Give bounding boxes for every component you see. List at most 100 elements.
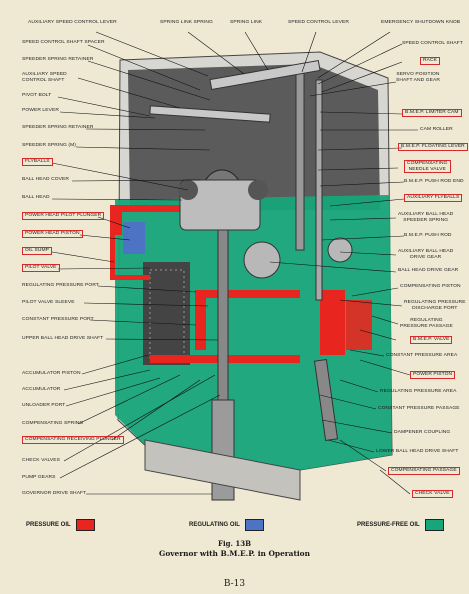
pressure-oil-right-column: [320, 290, 345, 355]
label-bmep-valve: B.M.E.P. VALVE: [410, 336, 453, 344]
label-regulating-pressure-port: REGULATING PRESSURE PORT: [22, 283, 99, 288]
label-compensating-spring: COMPENSATING SPRING: [22, 421, 84, 426]
legend-pressure-free-oil: PRESSURE-FREE OIL: [357, 519, 444, 531]
label-cam-roller: CAM ROLLER: [420, 127, 453, 132]
label-emergency-shutdown-knob: EMERGENCY SHUTDOWN KNOB: [381, 20, 461, 25]
label-pilot-valve: PILOT VALVE: [22, 264, 60, 272]
label-bmep-push-rod: B.M.E.P. PUSH ROD: [404, 233, 452, 238]
upper-ball-head-drive-shaft: [217, 229, 229, 411]
figure-number: Fig. 13B: [217, 539, 252, 548]
label-rack-text: RACK: [420, 57, 440, 65]
label-auxiliary-ball-head-drive-gear: AUXILIARY BALL HEAD DRIVE GEAR: [398, 249, 454, 260]
label-constant-pressure-passage: CONSTANT PRESSURE PASSAGE: [378, 406, 460, 411]
label-check-valve-text: CHECK VALVE: [412, 490, 453, 498]
label-speed-control-shaft-spacer: SPEED CONTROL SHAFT SPACER: [22, 40, 105, 45]
label-servo-position-shaft-and-gear: SERVO POSITION SHAFT AND GEAR: [396, 72, 440, 83]
label-pilot-valve-text: PILOT VALVE: [22, 264, 60, 272]
label-power-head-pilot-plunger: POWER HEAD PILOT PLUNGER: [22, 212, 105, 220]
auxiliary-drive-gear: [327, 237, 353, 263]
regulating-oil-plunger: [123, 222, 145, 254]
governor-base: [144, 439, 301, 501]
label-compensating-receiving-plunger-text: COMPENSATING RECEIVING PLUNGER: [22, 436, 124, 444]
label-compensating-needle-valve: COMPENSATING NEEDLE VALVE: [404, 160, 451, 174]
label-check-valves: CHECK VALVES: [22, 458, 60, 463]
label-flyballs: FLYBALLS: [22, 158, 53, 166]
label-compensating-receiving-plunger: COMPENSATING RECEIVING PLUNGER: [22, 436, 124, 444]
label-ball-head-cover: BALL HEAD COVER: [22, 177, 69, 182]
label-pump-gears: PUMP GEARS: [22, 475, 56, 480]
legend-pressure-oil: PRESSURE OIL: [26, 519, 95, 531]
label-auxiliary-flyballs: AUXILIARY FLYBALLS: [404, 194, 463, 202]
legend-pressure-oil-label: PRESSURE OIL: [26, 522, 71, 528]
flyball-right: [248, 180, 268, 200]
label-dampener-coupling: DAMPENER COUPLING: [394, 430, 451, 435]
legend-regulating-oil-label: REGULATING OIL: [189, 522, 240, 528]
label-auxiliary-speed-control-lever: AUXILIARY SPEED CONTROL LEVER: [28, 20, 117, 25]
label-bmep-valve-text: B.M.E.P. VALVE: [410, 336, 453, 344]
pressure-oil-passage-left: [110, 205, 150, 280]
label-constant-pressure-port: CONSTANT PRESSURE PORT: [22, 317, 94, 322]
label-bmep-push-rod-end: B.M.E.P. PUSH ROD END: [404, 179, 464, 184]
label-ball-head: BALL HEAD: [22, 195, 50, 200]
label-bmep-floating-lever: B.M.E.P. FLOATING LEVER: [398, 143, 468, 151]
label-compensating-passage-text: COMPENSATING PASSAGE: [388, 467, 460, 475]
label-regulating-pressure-passage: REGULATING PRESSURE PASSAGE: [400, 318, 453, 329]
power-lever: [149, 105, 271, 123]
label-spring-link: SPRING LINK: [230, 20, 263, 25]
legend-pressure-free-oil-label: PRESSURE-FREE OIL: [357, 522, 420, 528]
label-governor-drive-shaft: GOVERNOR DRIVE SHAFT: [22, 491, 87, 496]
label-regulating-pressure-discharge-port: REGULATING PRESSURE DISCHARGE PORT: [404, 300, 466, 311]
label-auxiliary-flyballs-text: AUXILIARY FLYBALLS: [404, 194, 463, 202]
legend-pressure-oil-swatch: [75, 519, 95, 531]
label-auxiliary-speed-control-shaft: AUXILIARY SPEED CONTROL SHAFT: [22, 72, 67, 83]
legend-regulating-oil-swatch: [244, 519, 264, 531]
label-upper-ball-head-drive-shaft: UPPER BALL HEAD DRIVE SHAFT: [22, 336, 104, 341]
label-power-piston-text: POWER PISTON: [410, 371, 456, 379]
label-spring-link-spring: SPRING LINK SPRING: [160, 20, 213, 25]
legend-pressure-free-oil-swatch: [424, 519, 444, 531]
ball-head-drive-gear: [243, 241, 281, 279]
label-unloader-port: UNLOADER PORT: [22, 403, 66, 408]
label-power-piston: POWER PISTON: [410, 371, 456, 379]
label-oil-sump: OIL SUMP: [22, 247, 52, 255]
label-ball-head-drive-gear: BALL HEAD DRIVE GEAR: [398, 268, 459, 273]
servo-position-shaft: [295, 69, 305, 251]
label-pivot-bolt: PIVOT BOLT: [22, 93, 52, 98]
label-compensating-needle-valve-text: COMPENSATING NEEDLE VALVE: [404, 160, 451, 174]
label-speed-control-lever: SPEED CONTROL LEVER: [288, 20, 349, 25]
label-regulating-pressure-area: REGULATING PRESSURE AREA: [380, 389, 457, 394]
label-power-head-piston: POWER HEAD PISTON: [22, 230, 83, 238]
pressure-oil-right-chamber: [346, 300, 372, 350]
label-pilot-valve-sleeve: PILOT VALVE SLEEVE: [22, 300, 75, 305]
lower-ball-head-drive-shaft: [313, 358, 339, 442]
label-constant-pressure-area: CONSTANT PRESSURE AREA: [386, 353, 458, 358]
bmep-push-rod: [315, 79, 323, 301]
figure-title: Governor with B.M.E.P. in Operation: [159, 549, 310, 558]
label-speeder-spring-m: SPEEDER SPRING (M): [22, 143, 76, 148]
label-compensating-piston: COMPENSATING PISTON: [400, 284, 461, 289]
label-rack: RACK: [420, 57, 440, 65]
label-accumulator-piston: ACCUMULATOR PISTON: [22, 371, 81, 376]
label-lower-ball-head-drive-shaft: LOWER BALL HEAD DRIVE SHAFT: [376, 449, 459, 454]
label-speeder-spring-retainer-lower: SPEEDER SPRING RETAINER: [22, 125, 94, 130]
label-bmep-floating-lever-text: B.M.E.P. FLOATING LEVER: [398, 143, 468, 151]
legend-regulating-oil: REGULATING OIL: [189, 519, 264, 531]
label-accumulator: ACCUMULATOR: [22, 387, 61, 392]
label-power-head-pilot-plunger-text: POWER HEAD PILOT PLUNGER: [22, 212, 105, 220]
label-auxiliary-ball-head-speeder-spring: AUXILIARY BALL HEAD SPEEDER SPRING: [398, 212, 454, 223]
label-power-head-piston-text: POWER HEAD PISTON: [22, 230, 83, 238]
label-speeder-spring-retainer-upper: SPEEDER SPRING RETAINER: [22, 57, 94, 62]
page-number: B-13: [223, 579, 246, 589]
label-bmep-limiter-cam: B.M.E.P. LIMITER CAM: [402, 109, 462, 117]
speed-control-lever: [209, 59, 321, 91]
pressure-oil-passage-center: [195, 290, 300, 350]
accumulator-fins: [149, 269, 185, 359]
label-speed-control-shaft: SPEED CONTROL SHAFT: [402, 41, 463, 46]
label-oil-sump-text: OIL SUMP: [22, 247, 52, 255]
label-power-lever: POWER LEVER: [22, 108, 59, 113]
label-check-valve: CHECK VALVE: [412, 490, 453, 498]
label-bmep-limiter-cam-text: B.M.E.P. LIMITER CAM: [402, 109, 462, 117]
label-flyballs-text: FLYBALLS: [22, 158, 53, 166]
label-compensating-passage: COMPENSATING PASSAGE: [388, 467, 460, 475]
